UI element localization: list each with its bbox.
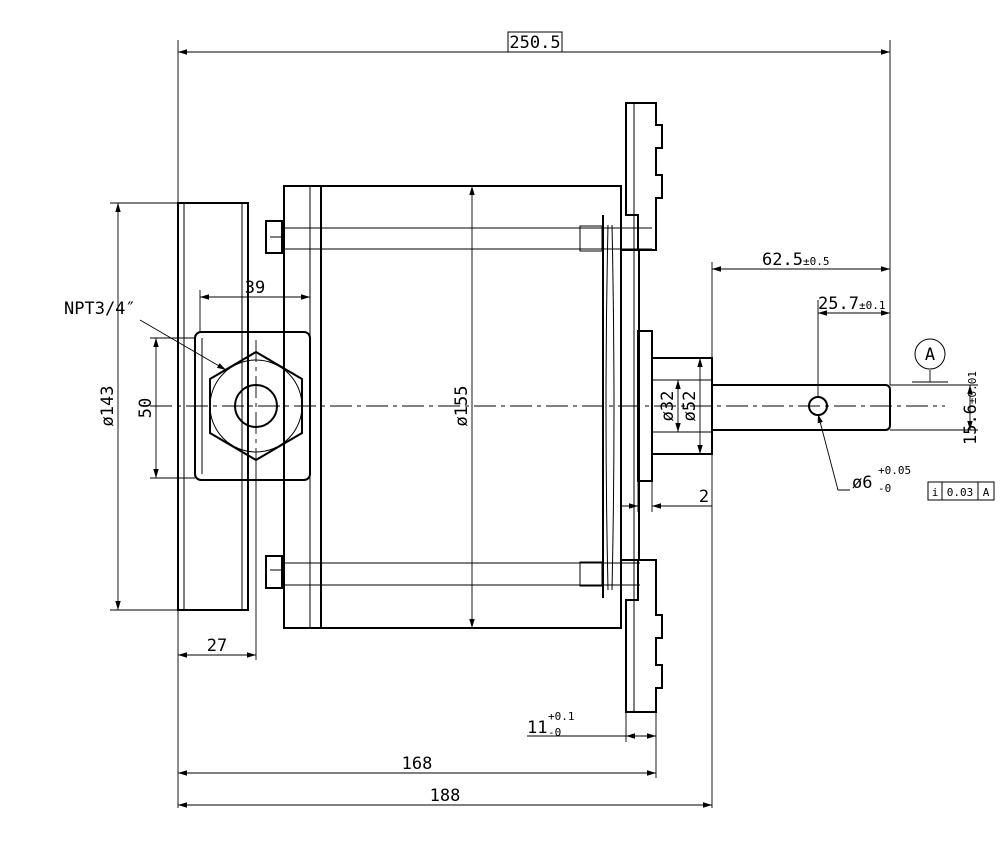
pilot-inner-diameter-label: ø32 bbox=[658, 391, 678, 422]
pilot-depth-label: 2 bbox=[699, 487, 709, 507]
svg-text:ø6: ø6 bbox=[852, 473, 872, 493]
overall-length-box bbox=[507, 31, 563, 53]
body-length-label: 168 bbox=[402, 754, 433, 774]
tie-rod-top bbox=[265, 220, 652, 254]
shaft-diameter-label: 15.6±0.01 bbox=[961, 371, 981, 445]
tolerance-frame: i 0.03 A bbox=[927, 481, 995, 501]
overall-length-label: 250.5 bbox=[509, 33, 560, 53]
dimension-lines bbox=[115, 49, 973, 808]
body-diameter-label: ø155 bbox=[452, 386, 472, 427]
hex-nut bbox=[209, 350, 303, 462]
svg-text:-0: -0 bbox=[548, 726, 561, 739]
svg-text:-0: -0 bbox=[878, 482, 891, 495]
flange-thickness-label: 11 +0.1 -0 bbox=[527, 710, 575, 739]
end-cap bbox=[177, 202, 249, 611]
port-housing bbox=[194, 331, 311, 481]
hex-size-label: 50 bbox=[136, 398, 156, 418]
pin-position-label: 25.7±0.1 bbox=[818, 294, 885, 314]
shaft-length-label: 62.5±0.5 bbox=[762, 250, 829, 270]
tolerance-symbol: i bbox=[932, 486, 939, 499]
mounting-flange bbox=[620, 102, 663, 713]
tolerance-datum: A bbox=[983, 486, 990, 499]
datum-a-label: A bbox=[925, 345, 935, 365]
extension-lines bbox=[110, 40, 978, 808]
cap-offset-label: 27 bbox=[207, 636, 227, 656]
output-shaft bbox=[712, 384, 891, 431]
total-body-length-label: 188 bbox=[430, 786, 461, 806]
tie-rod-bottom bbox=[265, 555, 640, 589]
datum-a: A bbox=[914, 338, 946, 370]
tolerance-value: 0.03 bbox=[947, 486, 974, 499]
pilot-outer-diameter-label: ø52 bbox=[680, 391, 700, 422]
svg-text:+0.1: +0.1 bbox=[548, 710, 575, 723]
npt-port-label: NPT3/4″ bbox=[64, 299, 136, 319]
svg-text:+0.05: +0.05 bbox=[878, 464, 911, 477]
svg-text:11: 11 bbox=[527, 718, 547, 738]
end-cap-diameter-label: ø143 bbox=[98, 386, 118, 427]
pin-hole-diameter-label: ø6 +0.05 -0 bbox=[852, 464, 911, 495]
port-offset-label: 39 bbox=[245, 278, 265, 298]
